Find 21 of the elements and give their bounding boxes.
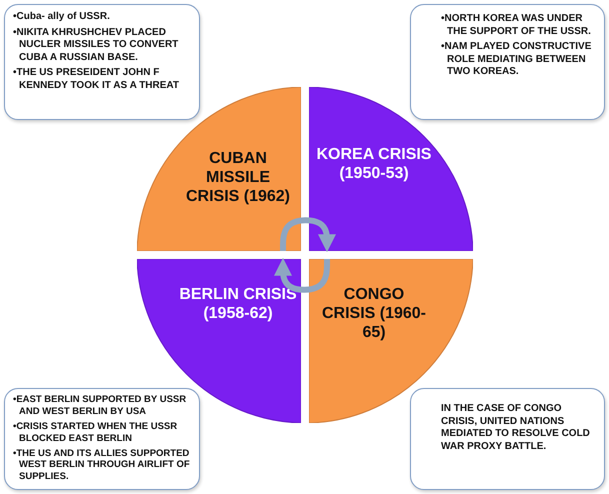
bullet-text: •Cuba- ally of USSR. [13,11,111,24]
quadrant-segment [309,87,473,251]
bullet-text: •NAM PLAYED CONSTRUCTIVE ROLE MEDIATING BETWEEN TWO KOREAS. [441,41,592,78]
quadrant-title: CONGO CRISIS (1960-65) [320,285,428,343]
quadrant-title: CUBAN MISSILE CRISIS (1962) [184,149,292,207]
bullet-text: •THE US AND ITS ALLIES SUPPORTED WEST BERLIN THROUGH AIRLIFT OF SUPPLIES. [13,448,191,484]
quadrant-title: KOREA CRISIS (1950-53) [316,145,432,184]
callout-text: IN THE CASE OF CONGO CRISIS, UNITED NATIONS MEDIATED TO RESOLVE COLD WAR PROXY BATTLE. [441,403,591,453]
bullet-text: •NORTH KOREA WAS UNDER THE SUPPORT OF THE USSR. [441,13,592,38]
quadrant-title: BERLIN CRISIS (1958-62) [179,285,297,324]
callout-box [4,4,200,120]
bullet-text: •EAST BERLIN SUPPORTED BY USSR AND WEST BERLIN BY USA [13,394,188,418]
curved-arrow [274,258,330,293]
bullet-text: •NIKITA KHRUSHCHEV PLACED NUCLER MISSILES TO CONVERT CUBA A RUSSIAN BASE. [13,26,180,64]
callout-box [4,388,200,490]
callout-box [410,388,605,490]
bullet-text: •CRISIS STARTED WHEN THE USSR BLOCKED EAST BERLIN [13,420,178,444]
bullet-text: •THE US PRESEIDENT JOHN F KENNEDY TOOK IT AS A THREAT [13,67,180,92]
curved-arrow [280,217,336,252]
quadrant-segment [137,87,301,251]
callout-box [410,4,605,120]
